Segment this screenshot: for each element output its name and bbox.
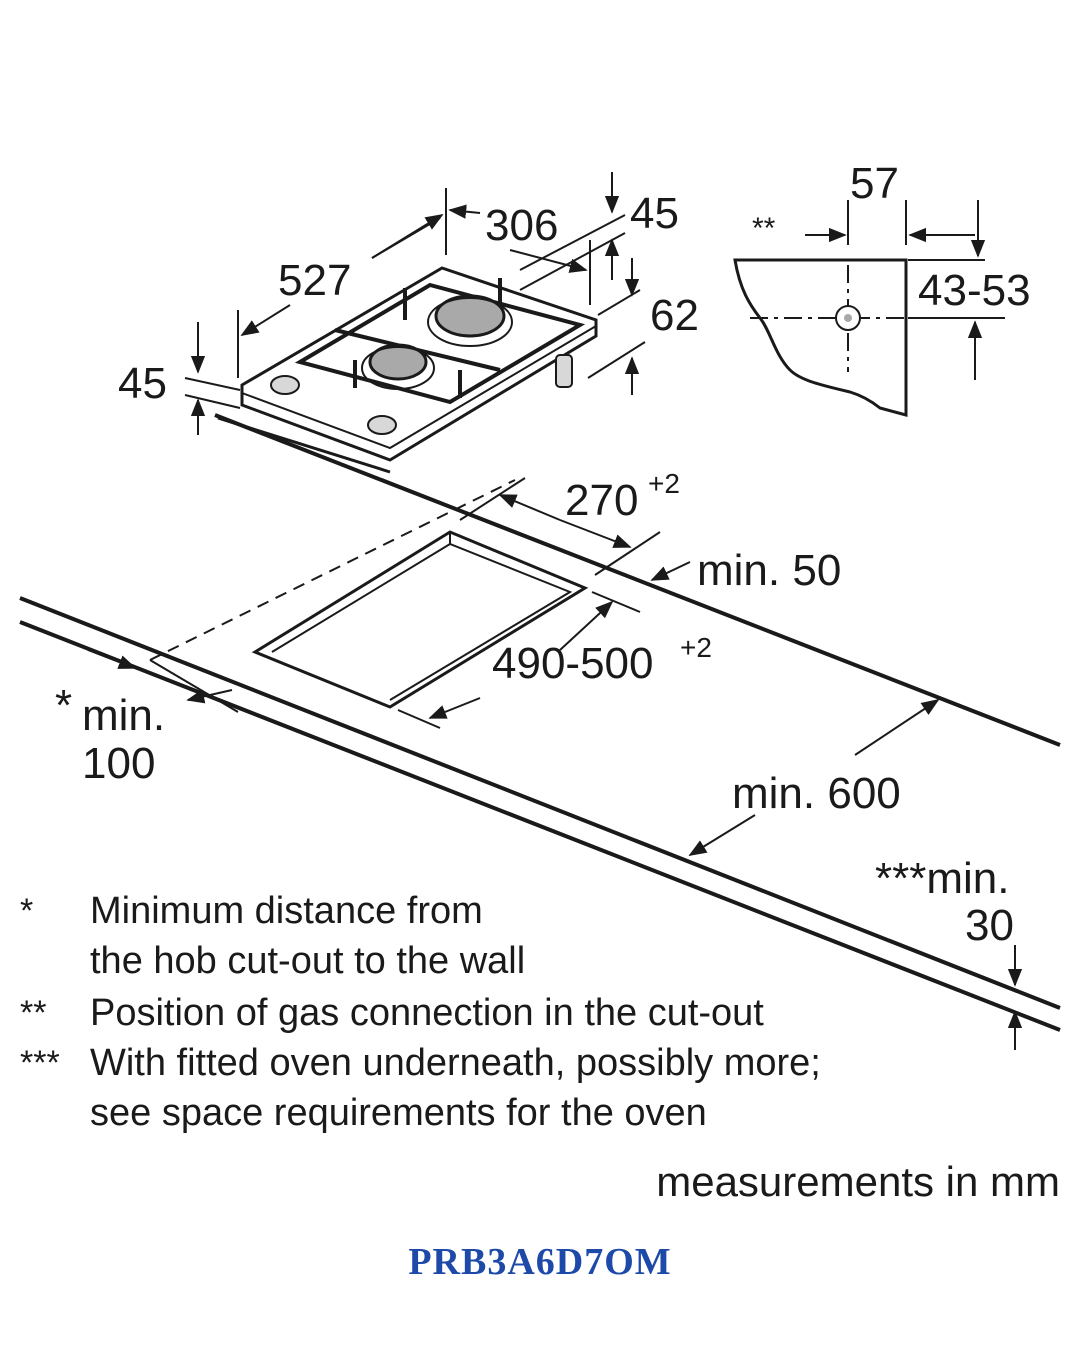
dim-270: 270 +2 bbox=[459, 468, 680, 576]
knob-right bbox=[367, 415, 397, 435]
label-490-500: 490-500 bbox=[492, 639, 653, 688]
label-43-53: 43-53 bbox=[918, 266, 1031, 315]
label-min100-a: min. bbox=[82, 691, 165, 740]
label-min600: min. 600 bbox=[732, 769, 901, 818]
label-min100-mark: * bbox=[55, 681, 72, 730]
dim-62: 62 bbox=[587, 258, 699, 395]
label-527: 527 bbox=[278, 256, 351, 305]
model-number: PRB3A6D7OM bbox=[408, 1241, 672, 1283]
knob-left bbox=[270, 375, 300, 395]
gas-connector bbox=[555, 354, 573, 388]
dim-min50: min. 50 bbox=[650, 546, 841, 595]
dim-min600: min. 600 bbox=[688, 699, 940, 856]
dim-min30: ***min. 30 bbox=[875, 854, 1023, 1050]
label-490-tol: +2 bbox=[680, 632, 712, 663]
label-min30-a: ***min. bbox=[875, 854, 1010, 903]
dim-45-top: 45 bbox=[519, 172, 679, 291]
dim-490-500: 490-500 +2 bbox=[397, 591, 712, 729]
label-306: 306 bbox=[485, 201, 558, 250]
cut-out bbox=[251, 530, 589, 709]
burner-front bbox=[368, 343, 428, 381]
dim-306: 306 bbox=[445, 188, 591, 305]
label-270-tol: +2 bbox=[648, 468, 680, 499]
label-45-left: 45 bbox=[118, 359, 167, 408]
label-57: 57 bbox=[850, 159, 899, 208]
burner-rear bbox=[434, 294, 506, 338]
label-min100-b: 100 bbox=[82, 739, 155, 788]
label-45-top: 45 bbox=[630, 189, 679, 238]
gas-detail: ** 57 43-53 bbox=[733, 159, 1031, 417]
hob-drawing bbox=[217, 266, 598, 474]
units-note: measurements in mm bbox=[656, 1158, 1060, 1205]
label-62: 62 bbox=[650, 291, 699, 340]
label-min30-b: 30 bbox=[965, 901, 1014, 950]
dim-45-left: 45 bbox=[118, 322, 241, 435]
dim-min100: * min. 100 bbox=[55, 649, 239, 788]
dim-527: 527 bbox=[237, 214, 444, 378]
label-min50: min. 50 bbox=[697, 546, 841, 595]
label-270: 270 bbox=[565, 476, 638, 525]
label-gas-marker: ** bbox=[752, 212, 776, 245]
